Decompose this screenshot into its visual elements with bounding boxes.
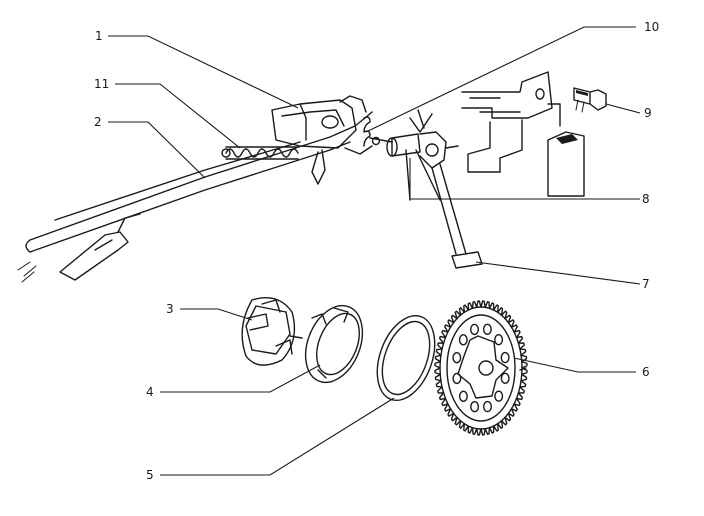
sprocket-hole [458, 334, 468, 346]
sprocket-hole [494, 334, 504, 346]
sprocket-hole [483, 400, 493, 413]
sprocket-hole [470, 401, 480, 413]
sprocket-hole [452, 352, 462, 364]
lever-arm-part [17, 111, 373, 283]
pawl-part [386, 109, 459, 169]
sprocket-hole [470, 323, 480, 336]
callout-6: 6 [642, 365, 650, 379]
callout-7: 7 [642, 277, 650, 291]
sprocket-hole [494, 390, 504, 402]
callout-labels: 1 11 2 10 9 8 7 3 4 5 6 [94, 20, 659, 482]
leader-5 [160, 397, 395, 476]
frame-mount [461, 71, 585, 197]
callout-9: 9 [644, 106, 652, 120]
callout-8: 8 [642, 192, 650, 206]
leader-9 [605, 103, 641, 114]
split-ring-part [304, 304, 364, 384]
callout-4: 4 [146, 385, 154, 399]
lock-plate-part [241, 297, 303, 366]
pivot-bracket-part [271, 95, 373, 185]
sprocket-hole [500, 351, 510, 364]
sprocket-teeth [434, 300, 528, 436]
sprocket-hole [500, 372, 510, 384]
sprocket-hole [458, 390, 468, 402]
sprocket-part [434, 300, 528, 436]
callout-5: 5 [146, 468, 154, 482]
spring-part [221, 146, 299, 160]
callout-3: 3 [166, 302, 174, 316]
callout-2: 2 [94, 115, 102, 129]
leader-6 [513, 357, 636, 373]
leader-7 [475, 261, 641, 285]
leader-11 [115, 83, 241, 149]
sprocket-hole [452, 372, 462, 385]
leader-lines [108, 26, 641, 476]
leader-4 [160, 364, 321, 393]
sprocket-hole [482, 323, 492, 335]
bolt-part [573, 87, 607, 113]
callout-10: 10 [644, 20, 659, 34]
leader-10 [365, 26, 636, 133]
callout-11: 11 [94, 77, 109, 91]
kickstand-part [405, 149, 483, 269]
leader-2 [108, 121, 206, 179]
washer-part [376, 315, 436, 401]
callout-1: 1 [95, 29, 103, 43]
leader-3 [180, 308, 253, 321]
leader-1 [108, 35, 299, 109]
leader-8 [409, 158, 640, 200]
